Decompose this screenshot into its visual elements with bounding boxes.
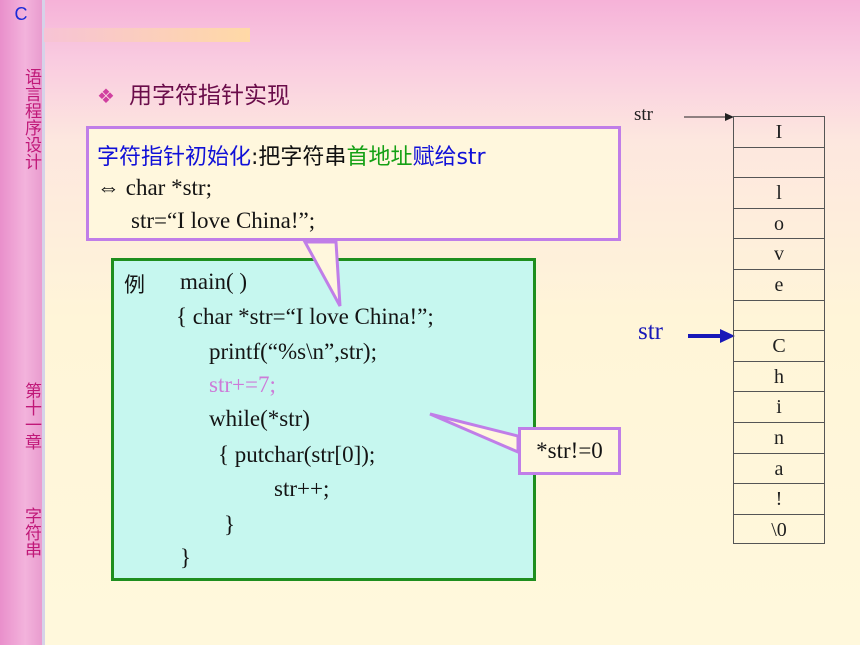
condition-callout-pointer	[429, 412, 520, 455]
memory-diagram: I l o v e C h i n a ! \0	[733, 116, 825, 545]
top-pointer-arrowhead	[725, 113, 734, 121]
slide-title: ❖ 用字符指针实现	[97, 76, 290, 110]
diamond-bullet-icon: ❖	[97, 84, 115, 108]
code-line-8: }	[224, 512, 236, 537]
memory-cell: \0	[733, 513, 825, 545]
memory-cell	[733, 146, 825, 178]
condition-callout-box: *str!=0	[518, 427, 621, 475]
sidebar-divider	[42, 0, 45, 645]
sidebar-topic: 字符串	[21, 506, 41, 558]
code-line-9: }	[180, 545, 192, 570]
header-accent-bar	[44, 28, 250, 42]
heading-part-2: :把字符串	[251, 145, 347, 170]
memory-cell: I	[733, 116, 825, 147]
sidebar-logo: C	[14, 4, 28, 24]
memory-cell: n	[733, 421, 825, 453]
heading-part-4: 赋给str	[412, 145, 486, 170]
memory-cell: C	[733, 330, 825, 361]
example-label: 例	[124, 273, 145, 297]
initialization-heading: 字符指针初始化:把字符串首地址赋给str	[97, 139, 486, 171]
current-pointer-label: str	[638, 318, 663, 345]
sidebar: C 语言程序设计 第十一章 字符串	[0, 0, 42, 645]
memory-cell: l	[733, 177, 825, 208]
init-code-line-2: str=“I love China!”;	[131, 208, 316, 233]
memory-cell: e	[733, 268, 825, 300]
memory-cell: i	[733, 391, 825, 422]
memory-cell: a	[733, 452, 825, 484]
init-callout-pointer	[302, 240, 342, 307]
code-line-4: str+=7;	[209, 372, 276, 397]
slide-title-text: 用字符指针实现	[128, 83, 290, 109]
memory-cell: h	[733, 360, 825, 392]
sidebar-chapter: 第十一章	[21, 382, 41, 450]
code-line-3: printf(“%s\n”,str);	[209, 339, 377, 364]
code-line-1: main( )	[180, 269, 248, 294]
init-code-line-1: ⇔ char *str;	[97, 175, 212, 200]
memory-cell	[733, 299, 825, 331]
code-line-2: { char *str=“I love China!”;	[176, 304, 434, 329]
code-line-6: { putchar(str[0]);	[218, 442, 376, 467]
heading-part-1: 字符指针初始化	[97, 145, 252, 170]
memory-cell: !	[733, 483, 825, 514]
top-pointer-label: str	[634, 104, 653, 125]
memory-cell: o	[733, 207, 825, 239]
current-pointer-arrowhead	[720, 329, 735, 343]
code-line-7: str++;	[274, 476, 330, 501]
heading-part-3: 首地址	[346, 145, 413, 170]
initialization-note-box: 字符指针初始化:把字符串首地址赋给str ⇔ char *str; str=“I…	[86, 126, 621, 241]
memory-cell: v	[733, 238, 825, 269]
code-line-5: while(*str)	[209, 406, 310, 431]
sidebar-course-title: 语言程序设计	[21, 68, 41, 170]
